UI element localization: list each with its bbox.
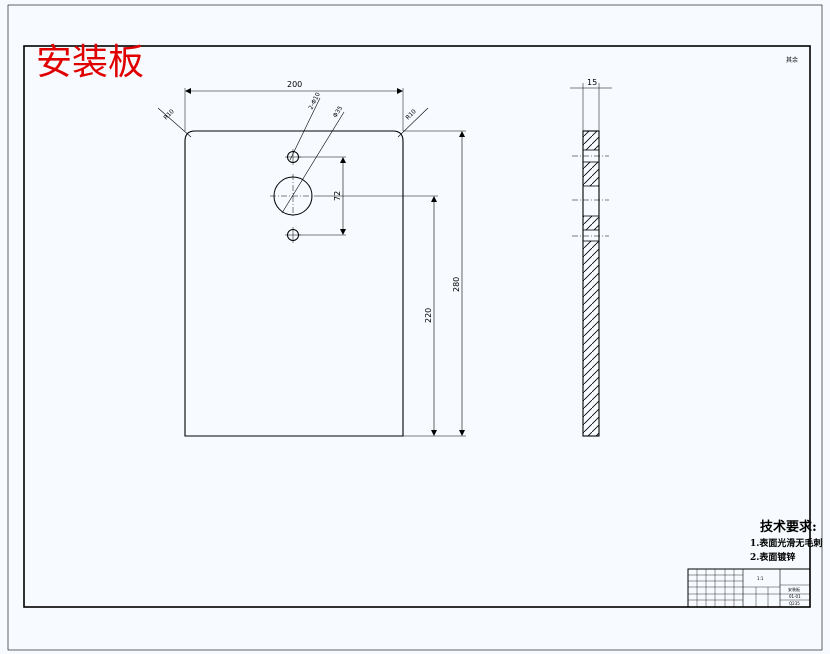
tech-requirement-1: 1.表面光滑无毛刺 [750, 537, 822, 549]
tech-requirements-title: 技术要求: [760, 519, 817, 535]
leader-small-holes [289, 97, 321, 161]
tech-requirements: 技术要求: 1.表面光滑无毛刺 2.表面镀锌 [750, 519, 822, 563]
dim-small-holes: 2-Φ10 [308, 91, 322, 111]
sheet-outer-border [7, 4, 823, 651]
drawing-title: 安装板 [36, 42, 144, 83]
section-segment-4 [583, 241, 599, 436]
side-view: 15 [570, 78, 612, 437]
dim-thickness: 15 [587, 78, 597, 87]
title-block: 1:1 安装板 01-01 Q235 [687, 568, 811, 608]
section-segment-2 [583, 162, 599, 186]
tb-drawing-no: 01-01 [789, 594, 801, 599]
tb-part-name: 安装板 [788, 586, 800, 592]
tb-material: Q235 [789, 601, 800, 606]
leader-corner-right [397, 107, 429, 138]
plate-outline [184, 130, 404, 437]
section-segment-3 [583, 216, 599, 230]
dim-total-height: 280 [452, 277, 461, 292]
leader-big-hole [281, 111, 345, 214]
front-view: Φ35 2-Φ10 R10 R10 200 72 220 280 [157, 80, 466, 437]
tb-scale: 1:1 [757, 576, 764, 581]
corner-note: 其余 [786, 56, 798, 64]
title-block-frame [687, 568, 811, 608]
dim-corner-left: R10 [162, 108, 175, 121]
sheet-inner-border [23, 45, 811, 608]
dim-width: 200 [287, 80, 302, 89]
section-outline [582, 130, 600, 437]
section-segment-1 [583, 131, 599, 150]
tech-requirement-2: 2.表面镀锌 [750, 551, 795, 563]
leader-corner-left [157, 107, 192, 138]
dim-center-height: 220 [424, 308, 433, 323]
dim-big-hole: Φ35 [332, 105, 345, 119]
